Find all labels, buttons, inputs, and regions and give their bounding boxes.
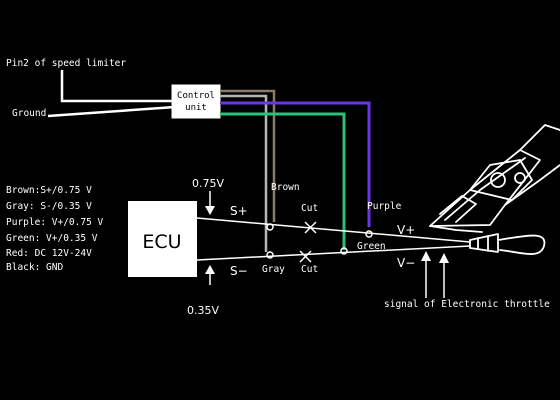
ground-wire bbox=[47, 105, 176, 118]
ground-label: Ground bbox=[12, 108, 46, 119]
v-plus-label: V+ bbox=[397, 223, 415, 237]
control-unit-box bbox=[171, 84, 221, 119]
brown-label: Brown bbox=[271, 182, 300, 193]
arrow-up-035 bbox=[205, 265, 215, 285]
legend-item: Black: GND bbox=[6, 262, 63, 273]
s-minus-label: S− bbox=[230, 264, 248, 278]
arrow-signal-left bbox=[421, 251, 431, 298]
pin2-wire bbox=[60, 70, 175, 103]
cut-bottom-label: Cut bbox=[301, 264, 318, 275]
arrow-signal-right bbox=[439, 253, 449, 298]
junction-green bbox=[340, 247, 348, 255]
legend: Brown:S+/0.75 V Gray: S-/0.35 V Purple: … bbox=[6, 185, 104, 273]
control-unit-label-1: Control bbox=[177, 91, 215, 101]
brown-wire bbox=[220, 89, 276, 222]
cut-mark-top bbox=[304, 221, 317, 234]
arrow-down-075 bbox=[205, 191, 215, 215]
ecu-label: ECU bbox=[142, 231, 181, 253]
purple-wire bbox=[220, 101, 371, 227]
junction-gray bbox=[266, 251, 274, 259]
s-plus-label: S+ bbox=[230, 204, 248, 218]
cut-mark-bottom bbox=[299, 250, 312, 263]
gray-wire bbox=[220, 94, 268, 252]
voltage-top-label: 0.75V bbox=[192, 177, 224, 190]
ecu-box bbox=[128, 201, 197, 277]
pin2-label: Pin2 of speed limiter bbox=[6, 58, 126, 69]
throttle-pedal-drawing bbox=[429, 124, 560, 255]
v-minus-label: V− bbox=[397, 256, 415, 270]
s-minus-line bbox=[196, 245, 471, 261]
junction-brown bbox=[266, 223, 274, 231]
cut-top-label: Cut bbox=[301, 203, 318, 214]
purple-label: Purple bbox=[367, 201, 402, 212]
junction-purple bbox=[365, 230, 373, 238]
green-label: Green bbox=[357, 241, 386, 252]
legend-item: Gray: S-/0.35 V bbox=[6, 201, 92, 212]
voltage-bottom-label: 0.35V bbox=[187, 304, 219, 317]
control-unit-label-2: unit bbox=[185, 103, 207, 113]
legend-item: Purple: V+/0.75 V bbox=[6, 217, 104, 228]
legend-item: Brown:S+/0.75 V bbox=[6, 185, 92, 196]
legend-item: Green: V+/0.35 V bbox=[6, 233, 98, 244]
legend-item: Red: DC 12V-24V bbox=[6, 248, 92, 259]
gray-label: Gray bbox=[262, 264, 285, 275]
signal-label: signal of Electronic throttle bbox=[384, 299, 550, 310]
green-wire bbox=[220, 112, 346, 250]
s-plus-line bbox=[196, 217, 471, 243]
